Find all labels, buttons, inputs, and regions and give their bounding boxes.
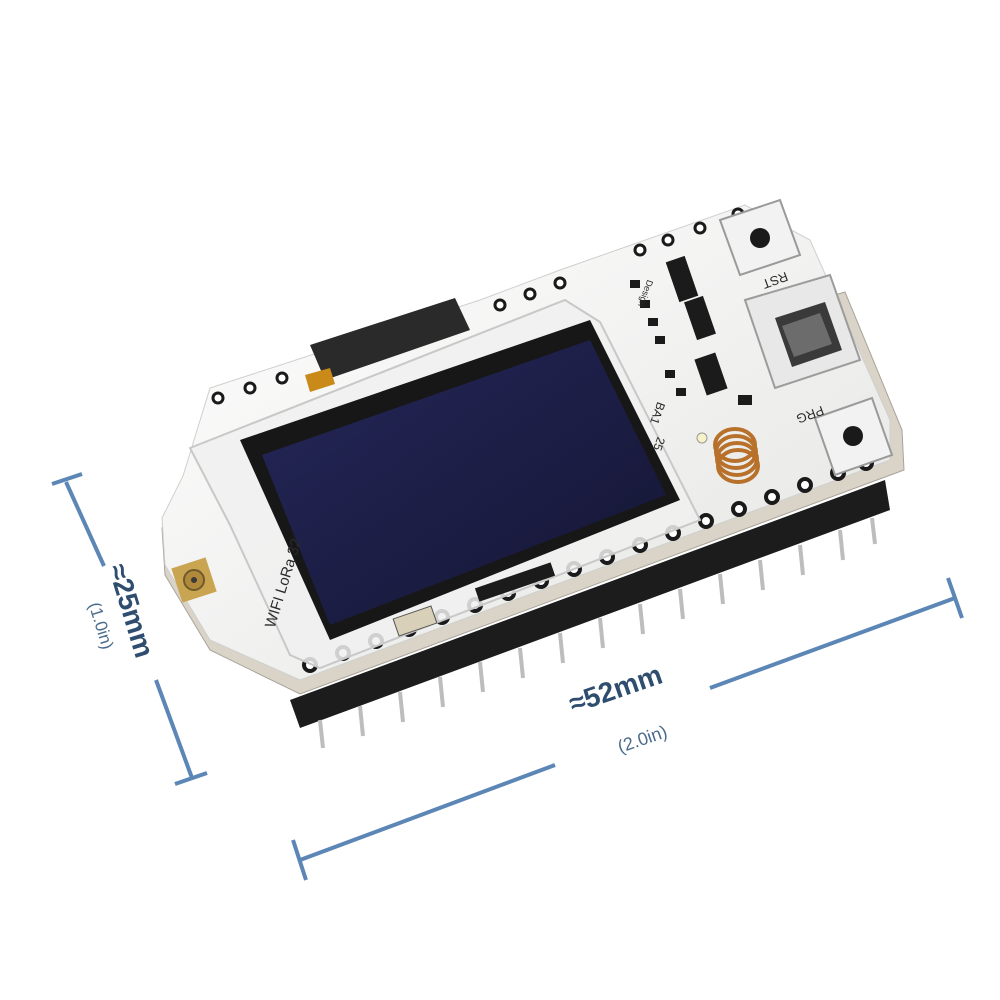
rst-button: [718, 198, 802, 277]
micro-usb-port: [743, 273, 862, 390]
fpc-connector: [474, 562, 556, 602]
led-indicator: [696, 432, 708, 444]
oled-screen: [262, 340, 666, 625]
dimension-line-width: [51, 472, 208, 786]
pin-holes-back: [211, 207, 745, 405]
crystal: [392, 605, 438, 637]
oled-ribbon: [310, 298, 470, 380]
header-pins-bottom: [318, 517, 877, 749]
ufl-connector: [171, 557, 217, 603]
prg-button: [813, 396, 894, 477]
header-base-bottom: [290, 480, 890, 728]
oled-ribbon-tab: [305, 368, 335, 392]
coil-antenna: [713, 427, 760, 484]
dimension-line-length: [291, 577, 964, 881]
smd-components: [630, 255, 752, 405]
